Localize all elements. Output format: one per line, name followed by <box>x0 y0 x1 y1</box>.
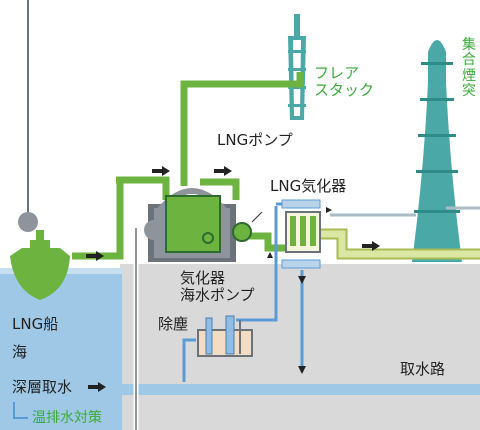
warm-discharge-bracket <box>13 402 28 419</box>
flare-stack-tower <box>288 14 306 120</box>
seawater-pump-label: 気化器 海水ポンプ <box>180 269 255 305</box>
flow-arrows <box>86 166 380 392</box>
seawater-pump-label-line2: 海水ポンプ <box>180 286 255 305</box>
lng-pump <box>232 211 263 242</box>
flare-stack-label-line1: フレア <box>314 64 360 82</box>
gas-pipe <box>318 228 480 260</box>
gas-lines-to-stack <box>330 206 480 217</box>
deep-intake-label: 深層取水 <box>12 378 73 396</box>
stack-tower <box>412 40 462 262</box>
ground-area <box>120 262 480 430</box>
seawater-pump-label-line1: 気化器 <box>180 269 226 287</box>
markers <box>18 0 164 430</box>
lng-vaporizer <box>281 199 321 269</box>
stack-label: 集合煙突 <box>462 37 476 100</box>
sea-area <box>0 268 122 430</box>
lng-vaporizer-label: LNG気化器 <box>270 177 347 195</box>
warm-discharge-label: 温排水対策 <box>32 410 102 426</box>
lng-ship <box>10 230 70 300</box>
flare-stack-label-line2: スタック <box>314 81 375 100</box>
intake-channel-label: 取水路 <box>400 360 446 378</box>
dust-removal-unit <box>197 315 253 357</box>
sea-label: 海 <box>12 343 28 361</box>
dust-removal-label: 除塵 <box>158 315 189 333</box>
intake-channel <box>0 384 480 395</box>
lng-ship-label: LNG船 <box>12 315 59 333</box>
lng-pump-label: LNGポンプ <box>217 131 293 149</box>
flare-stack-label: フレア スタック <box>314 64 375 100</box>
